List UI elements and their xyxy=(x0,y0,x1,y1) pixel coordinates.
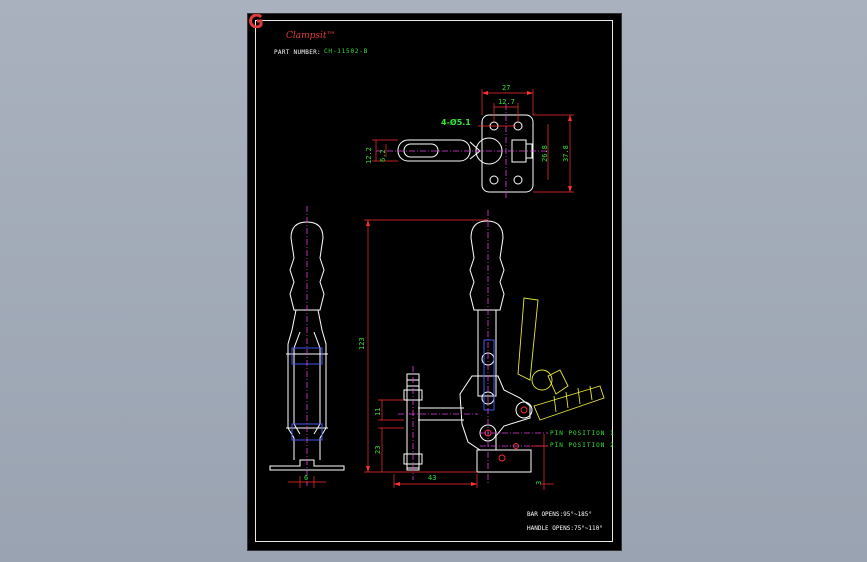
drawing-sheet: Clampsit™ PART NUMBER: CH-11502-B 27 12.… xyxy=(247,13,622,551)
front-view-body xyxy=(459,375,531,451)
front-view-centerlines xyxy=(398,210,548,484)
bar-opens-note: BAR OPENS:95°~185° xyxy=(527,511,593,518)
top-view-base-plate xyxy=(481,114,534,193)
dim-base-height: 23 xyxy=(374,445,382,454)
handle-opens-note: HANDLE OPENS:75°~110° xyxy=(527,525,603,532)
side-view-link-right xyxy=(317,309,327,460)
dim-top-left-inner: 6.2 xyxy=(379,149,387,162)
top-view-centerlines xyxy=(376,104,548,200)
brand-name: Clampsit™ xyxy=(286,31,336,41)
dim-top-width: 27 xyxy=(502,84,511,92)
part-number-label: PART NUMBER: xyxy=(274,49,321,56)
dim-top-left-outer: 12.2 xyxy=(365,147,373,164)
dim-side-thickness: 6 xyxy=(304,474,309,482)
front-view-handle-arm xyxy=(477,309,497,397)
pin-position-2-label: PIN POSITION 2 xyxy=(550,442,615,449)
side-view-base xyxy=(269,459,345,471)
top-view-hole xyxy=(489,175,499,185)
clampsit-logo-icon xyxy=(249,14,263,28)
dim-top-hole-spacing: 12.7 xyxy=(498,98,515,106)
cad-drawing xyxy=(269,89,605,490)
arrowheads xyxy=(366,91,572,486)
front-view-hidden xyxy=(483,339,495,411)
front-view-base-block xyxy=(476,449,532,473)
front-view-handle-grip xyxy=(469,220,505,311)
dim-height-total: 123 xyxy=(358,337,366,350)
dim-base-length: 43 xyxy=(428,474,437,482)
part-number-value: CH-11502-B xyxy=(324,48,369,55)
front-view-alt-position xyxy=(517,297,605,421)
front-view-link-pivot xyxy=(515,401,533,419)
side-view-dimension-lines xyxy=(288,476,326,488)
alt-bar xyxy=(533,385,605,421)
top-view-slot xyxy=(403,143,439,158)
top-view-neck xyxy=(469,141,481,160)
dim-right-inner: 26.8 xyxy=(541,145,549,162)
front-view-red-parts xyxy=(484,406,528,462)
top-view-dimension-lines xyxy=(372,89,574,193)
alt-pivot xyxy=(531,369,553,391)
front-view xyxy=(403,220,533,473)
front-view-dimension-lines xyxy=(364,219,554,490)
alt-handle xyxy=(517,297,539,381)
side-view-handle-grip xyxy=(289,221,325,311)
dim-right-outer: 37.8 xyxy=(562,145,570,162)
hole-callout: 4-Ø5.1 xyxy=(441,118,471,127)
top-view-hole xyxy=(513,175,523,185)
dim-pin-offset: 3 xyxy=(535,480,543,485)
dim-arm-height: 11 xyxy=(374,407,382,416)
pin-position-1-label: PIN POSITION 1 xyxy=(550,430,615,437)
side-view-inner-links xyxy=(293,331,321,435)
top-view-bar xyxy=(397,139,471,162)
drawing-frame xyxy=(255,20,613,542)
side-view-link-left xyxy=(287,309,297,460)
